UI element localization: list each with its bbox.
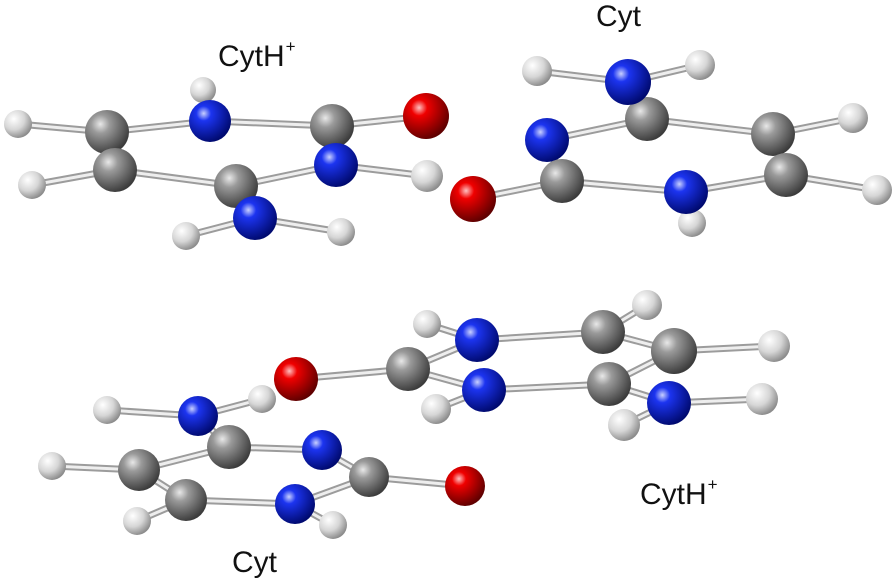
hydrogen-atom [319, 511, 347, 539]
hydrogen-atom [758, 330, 790, 362]
top-left-cytH-plus-atoms [4, 77, 449, 250]
oxygen-atom [274, 357, 318, 401]
label-text: Cyt [596, 0, 641, 33]
carbon-atom [386, 347, 430, 391]
carbon-atom [349, 457, 389, 497]
hydrogen-atom [685, 50, 715, 80]
bottom-right-cytH-plus-atoms [274, 290, 790, 441]
top-right-cyt-atoms [450, 50, 892, 237]
carbon-atom [587, 362, 631, 406]
carbon-atom [207, 425, 251, 469]
label-text: Cyt [232, 546, 277, 579]
oxygen-atom [450, 176, 496, 222]
nitrogen-atom [189, 100, 231, 142]
nitrogen-atom [605, 59, 651, 105]
hydrogen-atom [172, 222, 200, 250]
nitrogen-atom [178, 396, 218, 436]
label-top-right-cyt: Cyt [596, 2, 641, 32]
oxygen-atom [445, 466, 485, 506]
nitrogen-atom [314, 143, 358, 187]
nitrogen-atom [525, 118, 569, 162]
hydrogen-atom [123, 507, 151, 535]
hydrogen-atom [411, 160, 443, 192]
bottom-right-cytH-plus-bonds [292, 301, 778, 429]
hydrogen-atom [38, 452, 66, 480]
label-text: CytH [640, 478, 707, 511]
hydrogen-atom [522, 56, 552, 86]
carbon-atom [85, 110, 129, 154]
carbon-atom [310, 104, 354, 148]
carbon-atom [751, 112, 795, 156]
hydrogen-atom [421, 394, 451, 424]
hydrogen-atom [248, 385, 276, 413]
hydrogen-atom [862, 175, 892, 205]
carbon-atom [214, 164, 258, 208]
hydrogen-atom [4, 110, 32, 138]
label-bottom-left-cyt: Cyt [232, 548, 277, 578]
hydrogen-atom [608, 409, 640, 441]
carbon-atom [581, 310, 625, 354]
nitrogen-atom [455, 318, 499, 362]
label-bottom-right-cytH-plus: CytH+ [640, 476, 718, 510]
nitrogen-atom [647, 381, 691, 425]
bottom-left-cyt-atoms [38, 385, 485, 539]
hydrogen-atom [746, 383, 778, 415]
hydrogen-atom [678, 209, 706, 237]
nitrogen-atom [664, 170, 708, 214]
label-text: CytH [218, 40, 285, 73]
carbon-atom [165, 479, 207, 521]
carbon-atom [118, 449, 160, 491]
carbon-atom [651, 328, 697, 374]
carbon-atom [764, 153, 808, 197]
hydrogen-atom [413, 310, 441, 338]
hydrogen-atom [190, 77, 216, 103]
oxygen-atom [403, 93, 449, 139]
atoms-layer [4, 50, 892, 539]
carbon-atom [625, 97, 669, 141]
hydrogen-atom [93, 396, 121, 424]
hydrogen-atom [838, 103, 868, 133]
nitrogen-atom [462, 368, 506, 412]
carbon-atom [540, 159, 584, 203]
label-charge: + [707, 475, 718, 494]
hydrogen-atom [632, 290, 662, 320]
nitrogen-atom [302, 430, 342, 470]
nitrogen-atom [275, 484, 315, 524]
hydrogen-atom [327, 218, 355, 246]
carbon-atom [93, 148, 137, 192]
hydrogen-atom [18, 171, 46, 199]
nitrogen-atom [233, 196, 277, 240]
label-top-left-cytH-plus: CytH+ [218, 38, 296, 72]
label-charge: + [285, 37, 296, 56]
